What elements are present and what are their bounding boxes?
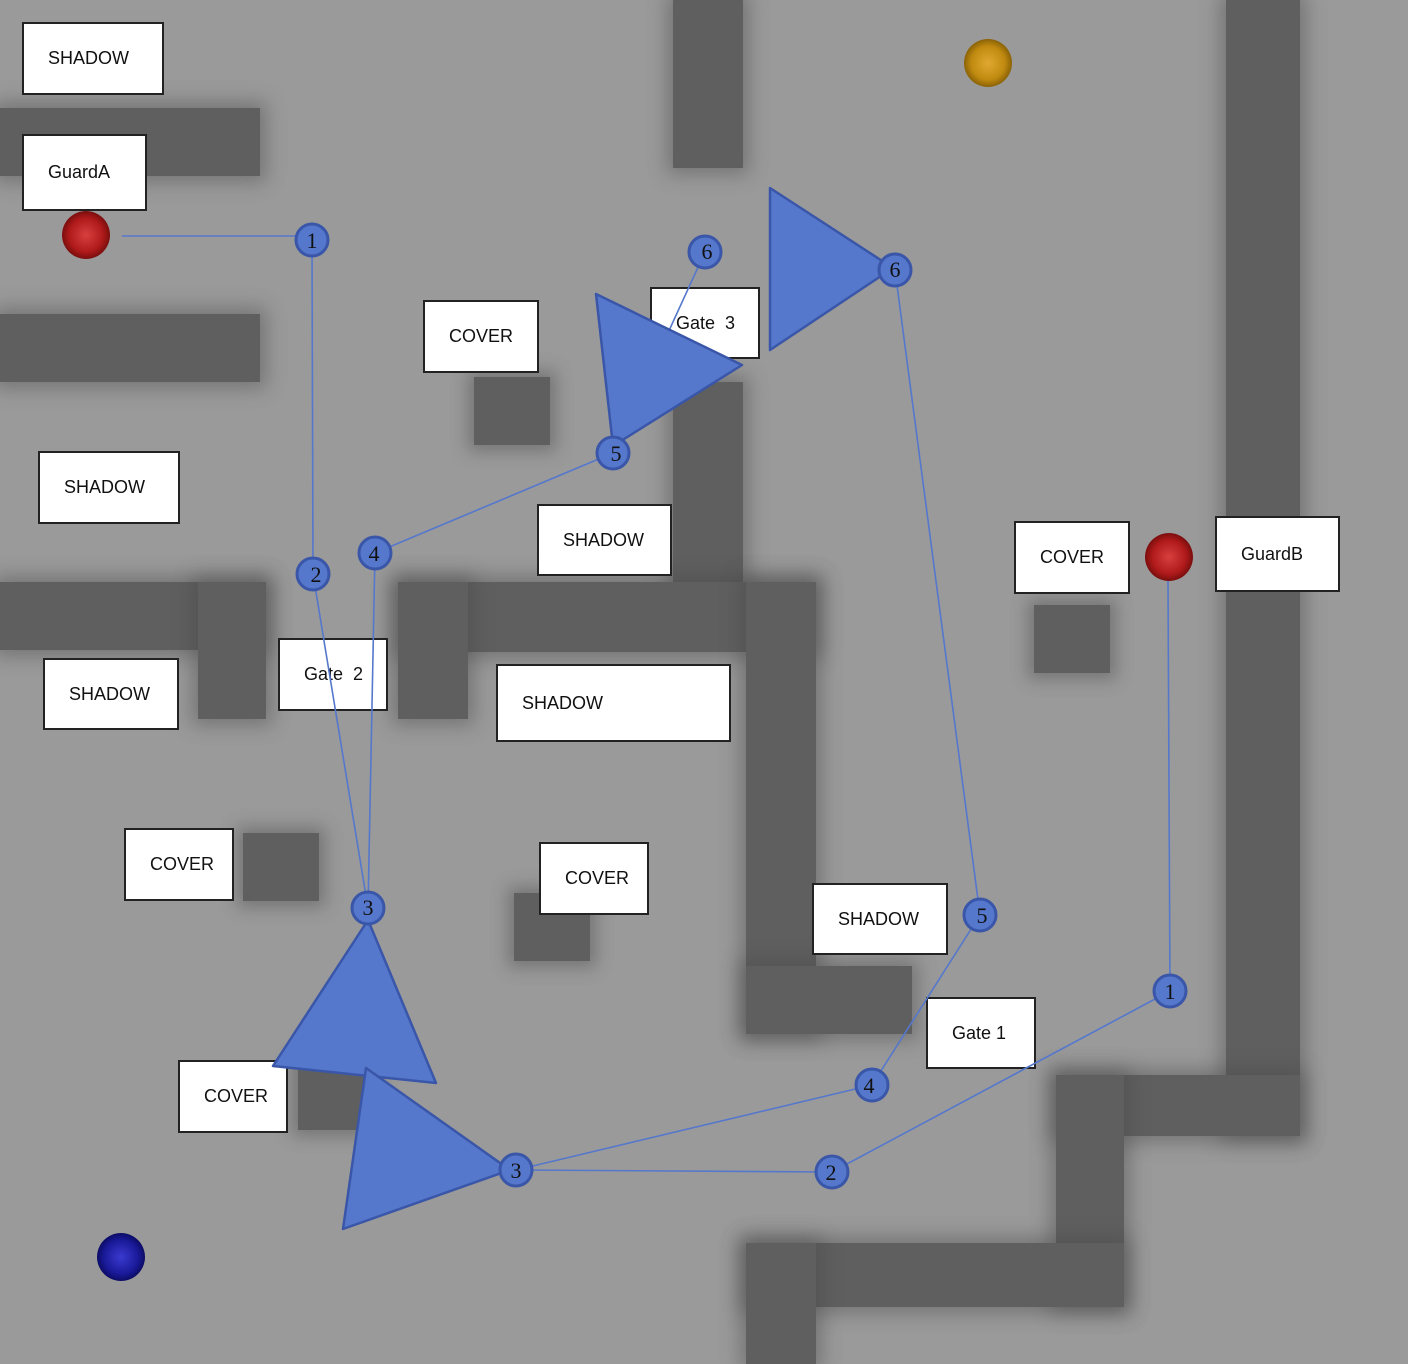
waypoint: 2 — [814, 1154, 850, 1190]
waypoint-number: 5 — [977, 903, 988, 928]
wall — [198, 582, 266, 719]
waypoint-number: 1 — [307, 228, 318, 253]
cover-label: COVER — [124, 828, 234, 901]
cover-label: COVER — [178, 1060, 288, 1133]
wall — [398, 582, 468, 719]
guard-b-waypoints: 1 2 3 4 5 6 — [498, 252, 1188, 1190]
gate-1-label: Gate 1 — [926, 997, 1036, 1069]
waypoint-number: 6 — [702, 239, 713, 264]
waypoint: 2 — [295, 556, 331, 592]
waypoint-number: 1 — [1165, 979, 1176, 1004]
cover-label: COVER — [539, 842, 649, 915]
waypoint: 1 — [294, 222, 330, 258]
guard-b-label: GuardB — [1215, 516, 1340, 592]
waypoint: 3 — [498, 1152, 534, 1188]
cover-label: COVER — [1014, 521, 1130, 594]
guard-b-path-segment — [1167, 579, 1171, 992]
cover-block — [474, 377, 550, 445]
wall — [673, 0, 743, 168]
waypoint-number: 6 — [890, 257, 901, 282]
guard-b-orb[interactable] — [1145, 533, 1193, 581]
shadow-zone-label: SHADOW — [38, 451, 180, 524]
guard-a-path-segment — [367, 552, 376, 909]
shadow-zone-label: SHADOW — [22, 22, 164, 95]
waypoint-number: 2 — [311, 562, 322, 587]
guard-a-path-segment — [312, 573, 369, 909]
guard-a-label: GuardA — [22, 134, 147, 211]
waypoint-number: 5 — [611, 441, 622, 466]
waypoint: 1 — [1152, 973, 1188, 1009]
guard-a-path-segment — [374, 452, 614, 554]
waypoint-number: 4 — [864, 1073, 875, 1098]
guard-b-path-segment — [871, 914, 981, 1086]
guard-a-vision-cone — [594, 292, 744, 448]
waypoint: 5 — [595, 435, 631, 471]
waypoint: 6 — [687, 234, 723, 270]
waypoint: 3 — [350, 890, 386, 926]
shadow-zone-label: SHADOW — [496, 664, 731, 742]
guard-b-path-segment — [515, 1084, 873, 1171]
waypoint: 4 — [357, 535, 393, 571]
goal-orb[interactable] — [964, 39, 1012, 87]
wall — [746, 1243, 816, 1364]
guard-b-path-segment — [831, 990, 1171, 1173]
guard-b-vision-cone — [341, 1066, 512, 1231]
waypoint: 6 — [877, 252, 913, 288]
guard-b-vision-cone — [768, 186, 895, 352]
wall — [746, 582, 816, 1034]
guard-a-orb[interactable] — [62, 211, 110, 259]
shadow-zone-label: SHADOW — [43, 658, 179, 730]
guard-b-path-segment — [515, 1169, 833, 1173]
waypoint-number: 3 — [511, 1158, 522, 1183]
wall — [673, 382, 743, 602]
guard-a-vision-cone — [271, 918, 438, 1085]
guard-a-path-segment — [311, 239, 314, 575]
shadow-zone-label: SHADOW — [537, 504, 672, 576]
waypoint: 5 — [962, 897, 998, 933]
wall — [746, 966, 912, 1034]
waypoint-number: 4 — [369, 541, 380, 566]
player-orb[interactable] — [97, 1233, 145, 1281]
shadow-zone-label: SHADOW — [812, 883, 948, 955]
cover-label: COVER — [423, 300, 539, 373]
guard-a-waypoints: 1 2 3 4 5 6 — [294, 222, 723, 926]
waypoint: 4 — [854, 1067, 890, 1103]
wall — [0, 314, 260, 382]
waypoint-number: 2 — [826, 1160, 837, 1185]
guard-b-path-segment — [894, 269, 981, 916]
cover-block — [243, 833, 319, 901]
waypoint-number: 3 — [363, 895, 374, 920]
cover-block — [1034, 605, 1110, 673]
